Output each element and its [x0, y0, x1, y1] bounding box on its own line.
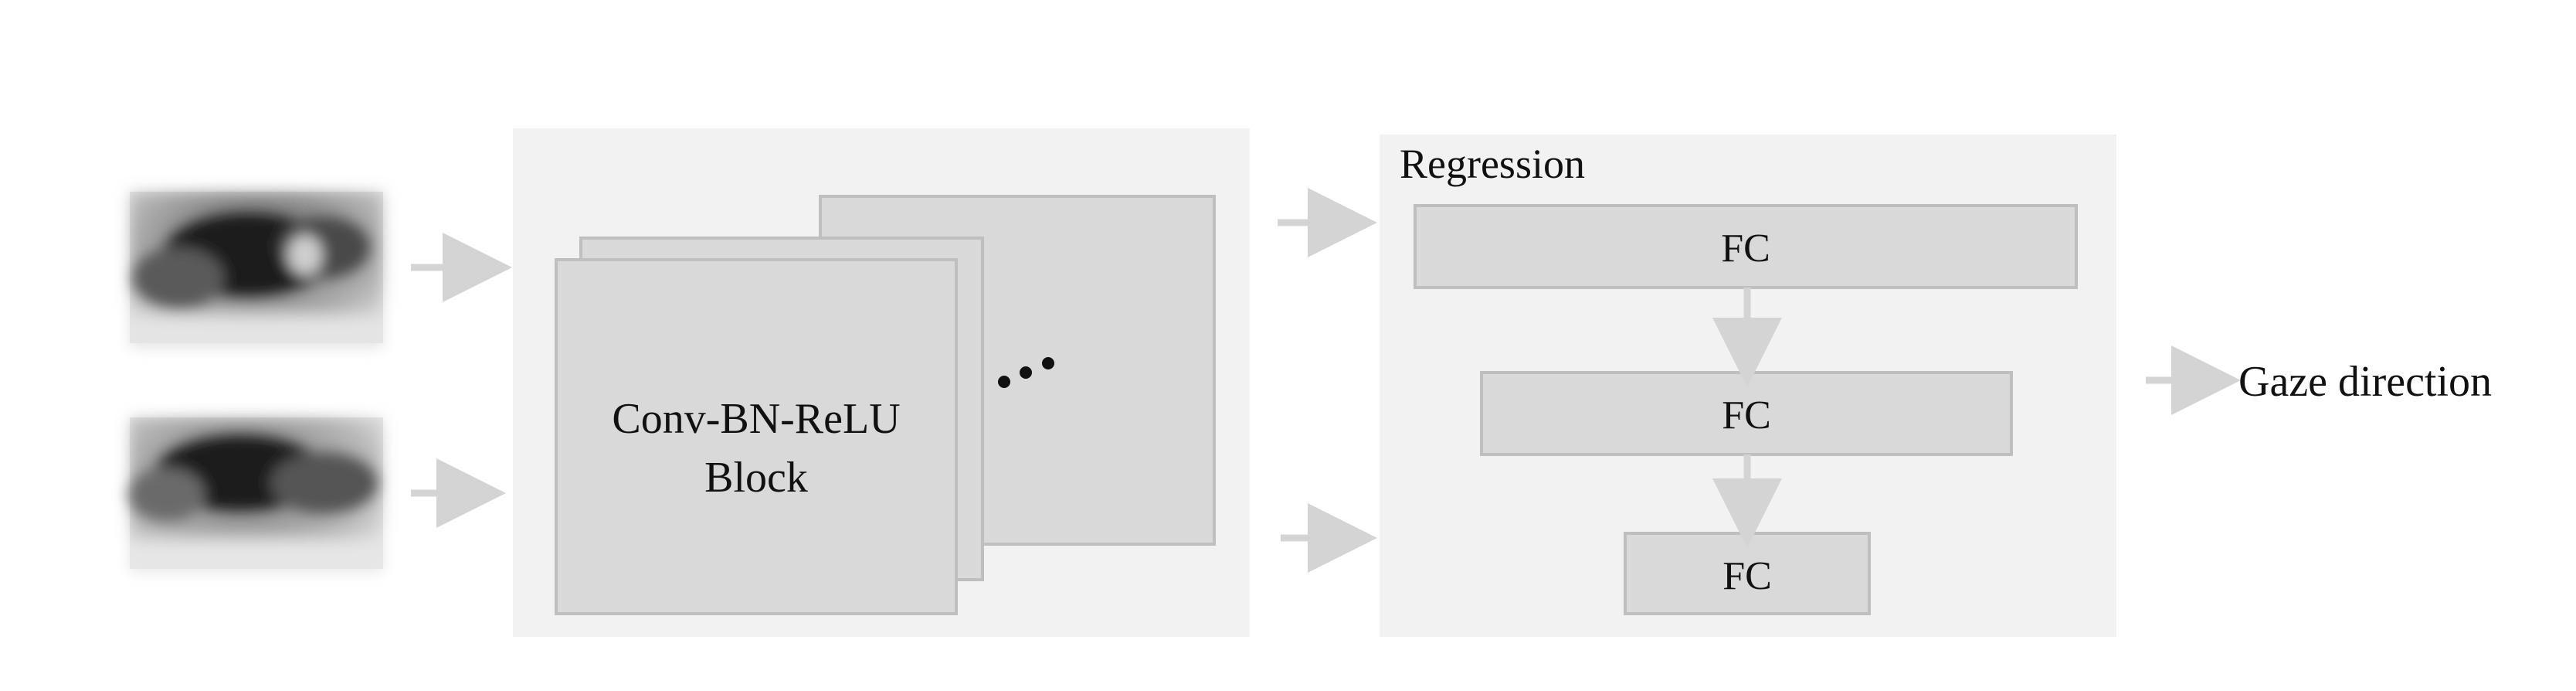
- conv-layer-front: [555, 258, 958, 615]
- fc-layer-1: [1414, 204, 2078, 289]
- regression-title: Regression: [1400, 141, 1585, 187]
- fc-layer-3-label: FC: [1722, 554, 1772, 598]
- fc-layer-1-label: FC: [1721, 226, 1770, 271]
- eye-image-top: [130, 192, 383, 348]
- conv-block-label-line1: Conv-BN-ReLU: [612, 395, 900, 443]
- ellipsis-icon: [998, 357, 1054, 388]
- conv-block-label-line2: Block: [704, 454, 808, 502]
- fc-layer-2-label: FC: [1722, 393, 1771, 437]
- eye-image-bottom: [127, 417, 383, 572]
- output-label: Gaze direction: [2238, 358, 2492, 406]
